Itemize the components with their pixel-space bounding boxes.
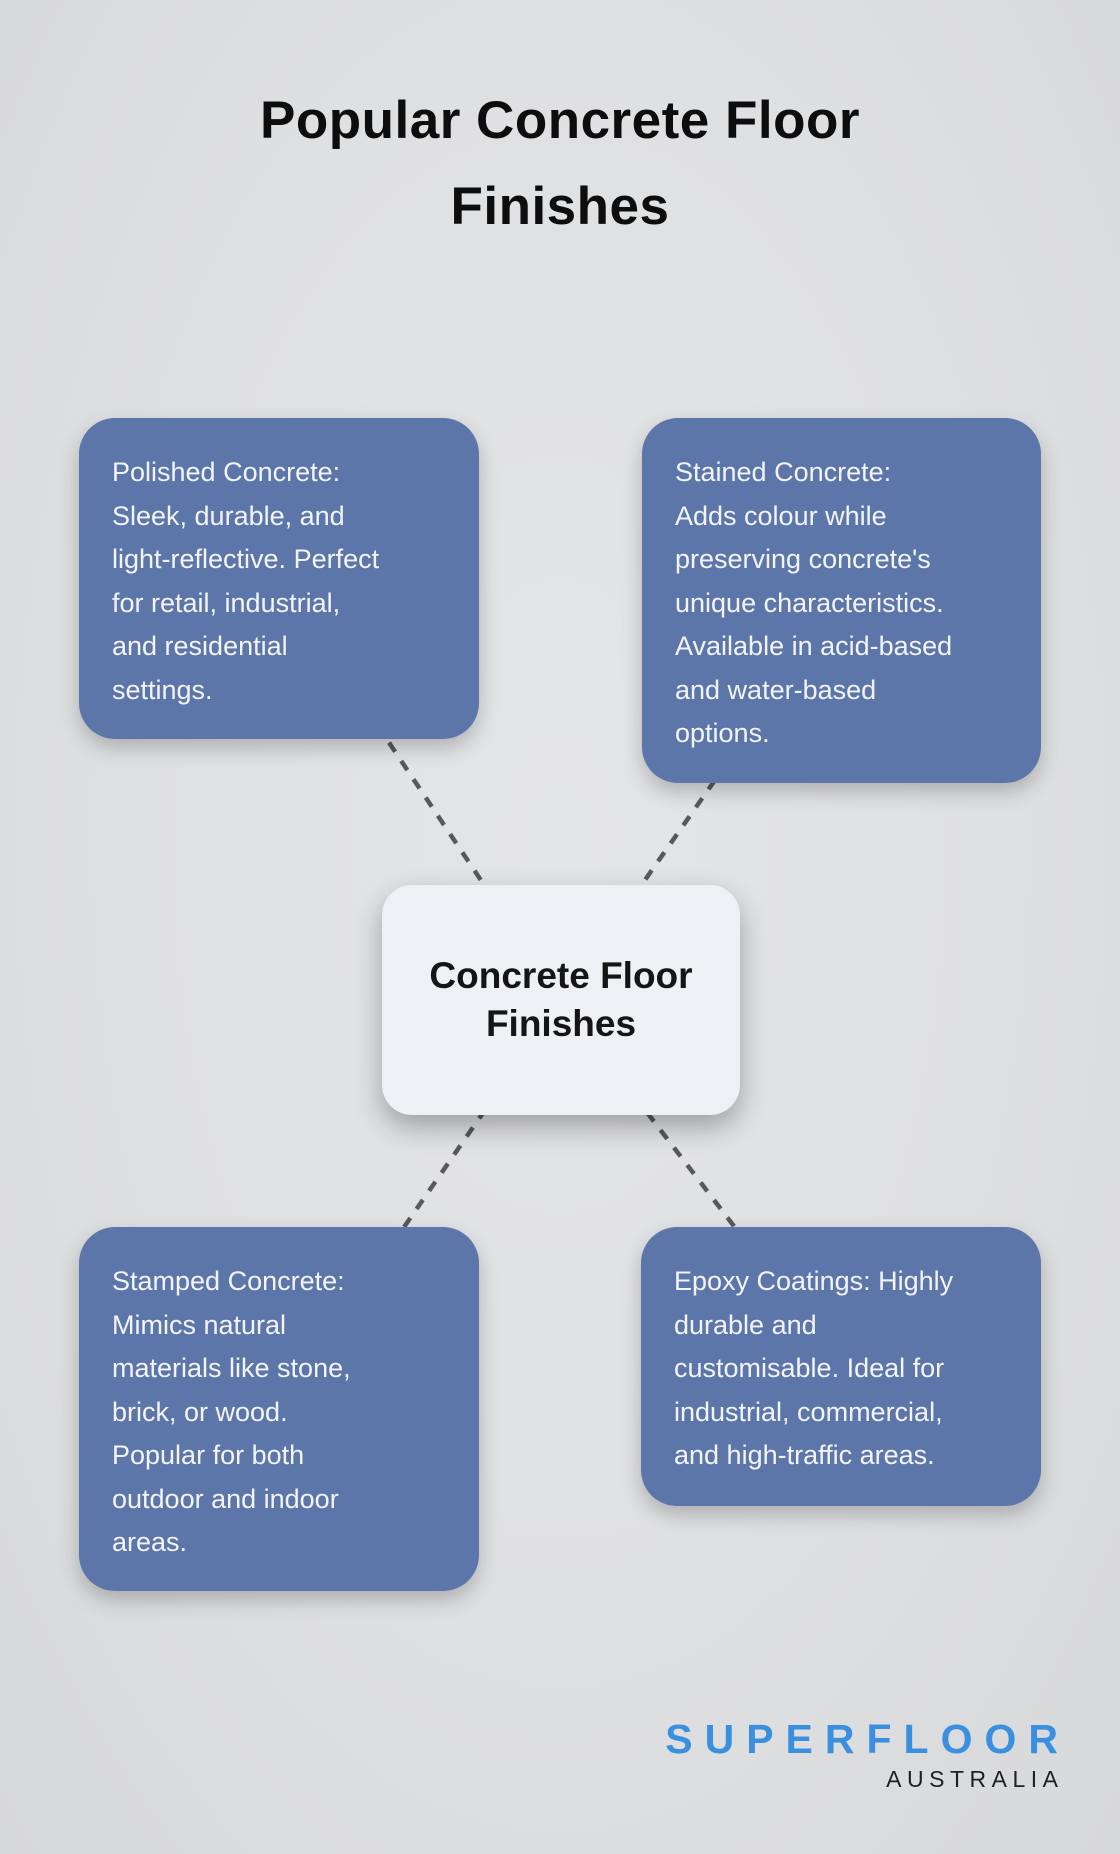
center-node: Concrete Floor Finishes [382,885,740,1115]
node-stamped-concrete-text: Stamped Concrete: Mimics natural materia… [112,1266,351,1557]
node-polished-concrete-text: Polished Concrete: Sleek, durable, and l… [112,457,380,705]
logo-country-text: AUSTRALIA [886,1766,1064,1792]
center-node-label: Concrete Floor Finishes [429,955,693,1044]
node-stamped-concrete: Stamped Concrete: Mimics natural materia… [79,1227,479,1591]
superfloor-logo: SUPERFLOOR AUSTRALIA [665,1716,1058,1793]
node-stained-concrete: Stained Concrete: Adds colour while pres… [642,418,1041,783]
node-epoxy-coatings: Epoxy Coatings: Highly durable and custo… [641,1227,1041,1506]
node-stained-concrete-text: Stained Concrete: Adds colour while pres… [675,457,953,748]
logo-brand-text: SUPERFLOOR [665,1716,1070,1762]
node-polished-concrete: Polished Concrete: Sleek, durable, and l… [79,418,479,739]
page-title: Popular Concrete Floor Finishes [260,91,860,236]
node-epoxy-coatings-text: Epoxy Coatings: Highly durable and custo… [674,1266,954,1470]
connector-line-bottom-left [277,998,563,1410]
